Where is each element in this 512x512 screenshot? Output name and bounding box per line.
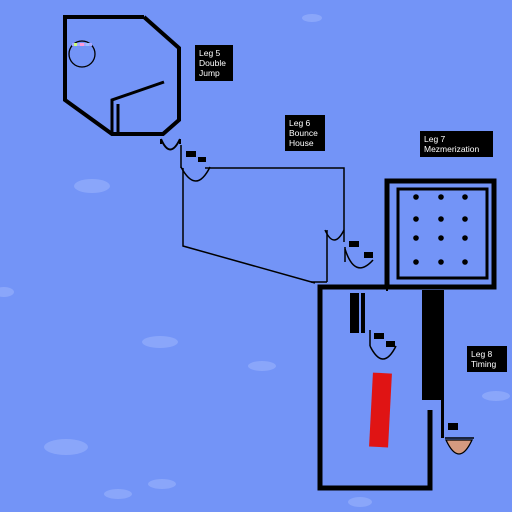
checkpoint-flags xyxy=(186,151,458,430)
background-clouds xyxy=(0,14,510,507)
goal-cup xyxy=(444,437,474,455)
cloud xyxy=(482,391,510,401)
ball-icon xyxy=(68,40,96,68)
bounce-cup xyxy=(180,166,211,182)
cloud xyxy=(148,479,176,489)
flag-icon xyxy=(186,151,206,162)
leg8-label: Leg 8 Timing xyxy=(467,346,507,372)
cloud xyxy=(74,179,110,193)
cloud xyxy=(302,14,322,22)
leg5-label: Leg 5 Double Jump xyxy=(195,45,233,81)
flag-icon xyxy=(349,241,373,258)
flag-icon xyxy=(374,333,395,347)
leg7-label: Leg 7 Mezmerization xyxy=(420,131,493,157)
hazard-block xyxy=(369,372,392,448)
player-ball xyxy=(68,40,96,68)
cloud xyxy=(0,287,14,297)
leg5-structure xyxy=(63,15,181,136)
connector-cup xyxy=(160,138,181,151)
leg6-structure xyxy=(180,145,345,284)
cloud xyxy=(348,497,372,507)
timing-pillars xyxy=(350,290,444,438)
cloud xyxy=(44,439,88,455)
mezmerization-dots xyxy=(413,194,468,265)
flag-icon xyxy=(448,423,458,430)
leg7-structure xyxy=(384,178,497,290)
cloud xyxy=(104,489,132,499)
leg6-label: Leg 6 Bounce House xyxy=(285,115,325,151)
timing-cup xyxy=(369,330,397,360)
leg8-structure xyxy=(311,281,433,491)
cup-icon xyxy=(444,439,474,455)
cloud xyxy=(248,361,276,371)
small-cups xyxy=(324,229,374,269)
cloud xyxy=(142,336,178,348)
